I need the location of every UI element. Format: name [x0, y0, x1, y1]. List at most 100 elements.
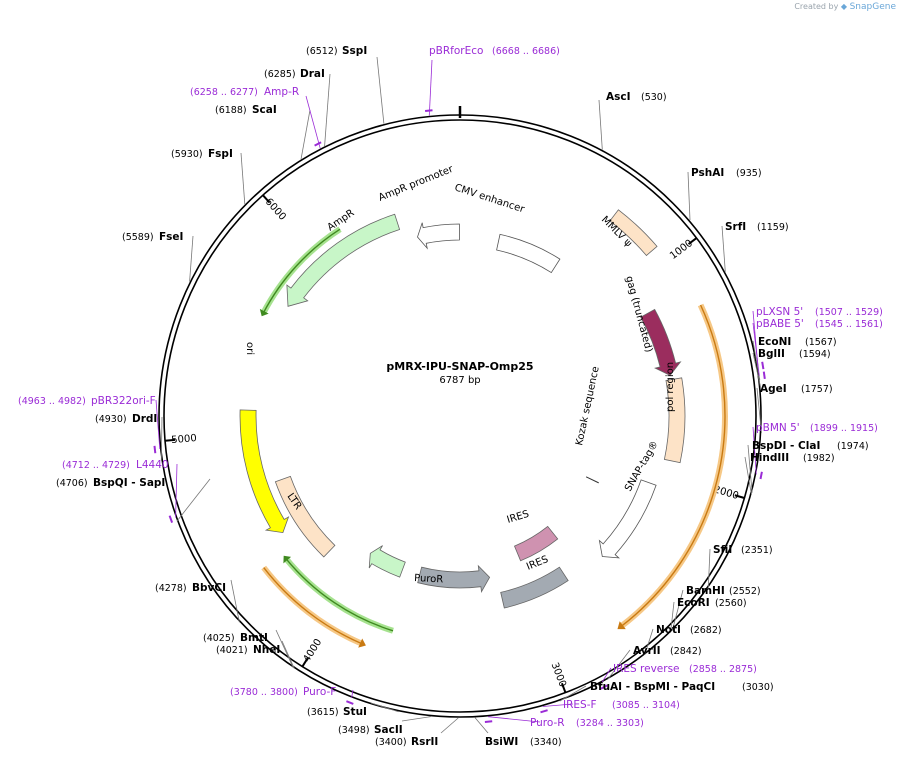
tick-mark — [262, 194, 271, 204]
primer-leader — [428, 59, 433, 116]
site-name: HindIII — [750, 452, 789, 464]
feature-label-kozak: Kozak sequence — [574, 365, 602, 446]
site-leader — [189, 235, 194, 282]
primer-pos: (3085 .. 3104) — [612, 700, 680, 711]
site-name: SspI — [342, 45, 367, 57]
feature-arrow — [239, 409, 290, 534]
feature-label-cmv-enhancer: CMV enhancer — [453, 182, 526, 215]
site-label: HindIII (1982) — [750, 452, 835, 464]
site-leader — [370, 702, 399, 713]
site-leader — [687, 171, 691, 221]
site-label: (6512) SspI — [306, 45, 367, 57]
feature-label-pol-region: pol region — [665, 362, 676, 412]
site-label: (4706)BspQI - SapI — [56, 477, 165, 489]
site-name: EcoNI — [758, 336, 791, 348]
feature-label-puror: PuroR — [414, 573, 444, 586]
feature-arrow — [274, 475, 336, 558]
highlight-track-line — [263, 567, 363, 645]
site-label: EcoNI(1567) — [758, 336, 837, 348]
track-arrowhead — [259, 308, 269, 317]
site-leader — [240, 152, 246, 205]
site-label: EcoRI (2560) — [677, 597, 747, 609]
site-label: (3400)RsrII — [375, 736, 438, 748]
track-group — [259, 226, 728, 648]
site-pos: (6512) — [306, 46, 338, 57]
site-name: SrfI — [725, 221, 746, 233]
site-leader — [670, 601, 675, 633]
primer-bind-mark — [484, 720, 493, 723]
primer-pos: (4712 .. 4729) — [62, 460, 130, 471]
site-pos: (2560) — [715, 598, 747, 609]
site-name: AgeI — [760, 383, 787, 395]
site-leader — [324, 73, 331, 147]
site-label: SrfI (1159) — [725, 221, 789, 233]
site-label: (4021)NheI — [216, 644, 280, 656]
site-label: BglII(1594) — [758, 348, 831, 360]
site-leader — [756, 387, 762, 433]
primer-name: pBRforEco — [429, 45, 483, 57]
highlight-track-line — [262, 228, 341, 314]
site-pos: (1159) — [757, 222, 789, 233]
feature-arrow — [500, 566, 569, 609]
site-leader — [281, 640, 295, 669]
site-label: BsiWI(3340) — [485, 736, 562, 748]
primer-bind-mark — [540, 709, 548, 714]
site-leader — [607, 649, 631, 680]
site-pos: (1974) — [837, 441, 869, 452]
primer-leader — [752, 322, 760, 376]
site-pos: (4278) — [155, 583, 187, 594]
primer-bind-mark — [153, 445, 157, 454]
site-label: BfuAI - BspMI - PaqCI(3030) — [590, 681, 774, 693]
site-leader — [275, 629, 294, 668]
site-label: (6188)ScaI — [215, 104, 277, 116]
site-label: SfiI (2351) — [713, 544, 773, 556]
site-name: BfuAI - BspMI - PaqCI — [590, 681, 715, 693]
site-pos: (2682) — [690, 625, 722, 636]
feature-arrow — [417, 222, 460, 250]
site-pos: (3400) — [375, 737, 407, 748]
backbone-inner — [163, 119, 757, 713]
primer-name: pBR322ori-F — [91, 395, 156, 407]
tick-label: 4000 — [301, 637, 324, 664]
site-pos: (2351) — [741, 545, 773, 556]
site-pos: (4025) — [203, 633, 235, 644]
site-name: BmtI — [240, 632, 268, 644]
site-name: SacII — [374, 724, 403, 736]
site-label: BamHI(2552) — [686, 585, 761, 597]
tick-mark — [164, 438, 176, 442]
site-name: FspI — [208, 148, 233, 160]
site-name: EcoRI — [677, 597, 710, 609]
plasmid-size: 6787 bp — [439, 375, 480, 386]
site-pos: (1982) — [803, 453, 835, 464]
site-label: NotI(2682) — [656, 624, 722, 636]
tick-mark — [301, 657, 309, 668]
primer-label: pBABE 5'(1545 .. 1561) — [756, 318, 883, 330]
credit-prefix: Created by — [794, 2, 839, 11]
feature-arrow — [663, 377, 686, 464]
site-leader — [300, 109, 311, 160]
feature-group — [239, 209, 686, 609]
site-label: (4278)BbvCI — [155, 582, 226, 594]
leader-group — [153, 56, 766, 734]
site-name: SfiI — [713, 544, 732, 556]
feature-arrow — [368, 545, 406, 578]
site-label: (4930)DrdI — [95, 413, 157, 425]
site-name: NheI — [253, 644, 280, 656]
site-leader — [707, 548, 711, 588]
primer-name: pLXSN 5' — [756, 306, 803, 318]
site-leader — [376, 56, 385, 124]
site-pos: (935) — [736, 168, 762, 179]
site-label: (5930)FspI — [171, 148, 233, 160]
primer-bind-mark — [346, 700, 354, 705]
primer-bind-mark — [168, 515, 174, 523]
primer-name: Puro-F — [303, 686, 336, 698]
site-label: (5589)FseI — [122, 231, 183, 243]
primer-label: IRES-F(3085 .. 3104) — [563, 699, 680, 711]
site-label: AvrII(2842) — [633, 645, 702, 657]
feature-arrow — [640, 308, 682, 376]
primer-name: pBABE 5' — [756, 318, 804, 330]
primer-pos: (3284 .. 3303) — [576, 718, 644, 729]
feature-arrow — [417, 564, 491, 593]
primer-bind-mark — [761, 361, 765, 370]
site-pos: (530) — [641, 92, 667, 103]
